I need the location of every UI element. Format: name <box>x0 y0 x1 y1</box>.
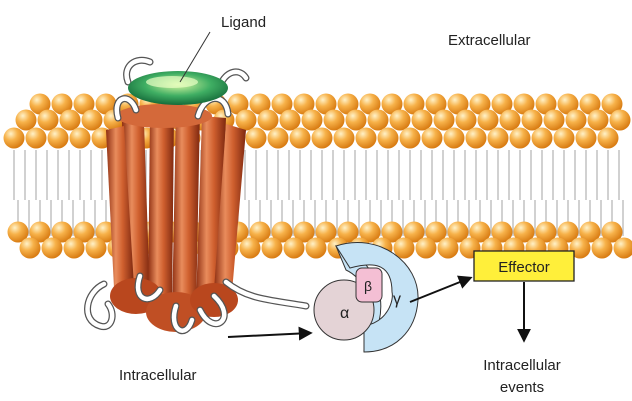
lipid-head <box>20 238 41 259</box>
lipid-head <box>240 238 261 259</box>
intracellular-events-label-line1: Intracellular <box>483 357 561 374</box>
lipid-head <box>522 110 543 131</box>
lipid-head <box>302 110 323 131</box>
alpha-label: α <box>340 305 349 322</box>
lipid-head <box>262 238 283 259</box>
lipid-head <box>290 128 311 149</box>
lipid-head <box>576 128 597 149</box>
lipid-head <box>412 110 433 131</box>
lipid-head <box>64 238 85 259</box>
lipid-head <box>466 128 487 149</box>
lipid-head <box>598 128 619 149</box>
lipid-head <box>324 110 345 131</box>
lipid-head <box>38 110 59 131</box>
lipid-head <box>258 110 279 131</box>
arrow-to-g-protein <box>228 333 310 337</box>
lipid-head <box>312 128 333 149</box>
lipid-head <box>544 110 565 131</box>
ligand <box>128 71 228 105</box>
lipid-head <box>368 110 389 131</box>
lipid-head <box>478 110 499 131</box>
receptor-helices <box>106 104 246 332</box>
lipid-head <box>268 128 289 149</box>
lipid-head <box>456 110 477 131</box>
lipid-head <box>566 110 587 131</box>
lipid-head <box>16 110 37 131</box>
cell-membrane <box>4 94 632 259</box>
beta-label: β <box>364 278 372 294</box>
lipid-head <box>346 110 367 131</box>
lipid-head <box>378 128 399 149</box>
lipid-head <box>86 238 107 259</box>
lipid-head <box>390 110 411 131</box>
lipid-head <box>610 110 631 131</box>
lipid-head <box>554 128 575 149</box>
lipid-head <box>434 110 455 131</box>
lipid-head <box>356 128 377 149</box>
lipid-head <box>444 128 465 149</box>
lipid-head <box>280 110 301 131</box>
lipid-head <box>70 128 91 149</box>
lipid-head <box>60 110 81 131</box>
lipid-head <box>4 128 25 149</box>
lipid-head <box>592 238 613 259</box>
lipid-head <box>82 110 103 131</box>
lipid-head <box>510 128 531 149</box>
lipid-head <box>422 128 443 149</box>
lipid-head <box>42 238 63 259</box>
lipid-head <box>400 128 421 149</box>
lipid-head <box>236 110 257 131</box>
lipid-head <box>48 128 69 149</box>
gamma-label: γ <box>393 291 401 308</box>
lipid-heads-outer <box>4 94 631 149</box>
lipid-head <box>306 238 327 259</box>
lipid-head <box>334 128 355 149</box>
arrow-to-effector <box>410 278 470 302</box>
intracellular-label: Intracellular <box>119 367 197 384</box>
g-protein <box>314 242 418 352</box>
extracellular-label: Extracellular <box>448 32 531 49</box>
lipid-head <box>588 110 609 131</box>
lipid-head <box>416 238 437 259</box>
lipid-head <box>488 128 509 149</box>
lipid-head <box>26 128 47 149</box>
lipid-head <box>500 110 521 131</box>
ligand-label: Ligand <box>221 14 266 31</box>
lipid-head <box>438 238 459 259</box>
lipid-head <box>284 238 305 259</box>
lipid-head <box>246 128 267 149</box>
effector-label: Effector <box>498 259 549 276</box>
intracellular-events-label-line2: events <box>500 379 544 396</box>
lipid-head <box>532 128 553 149</box>
